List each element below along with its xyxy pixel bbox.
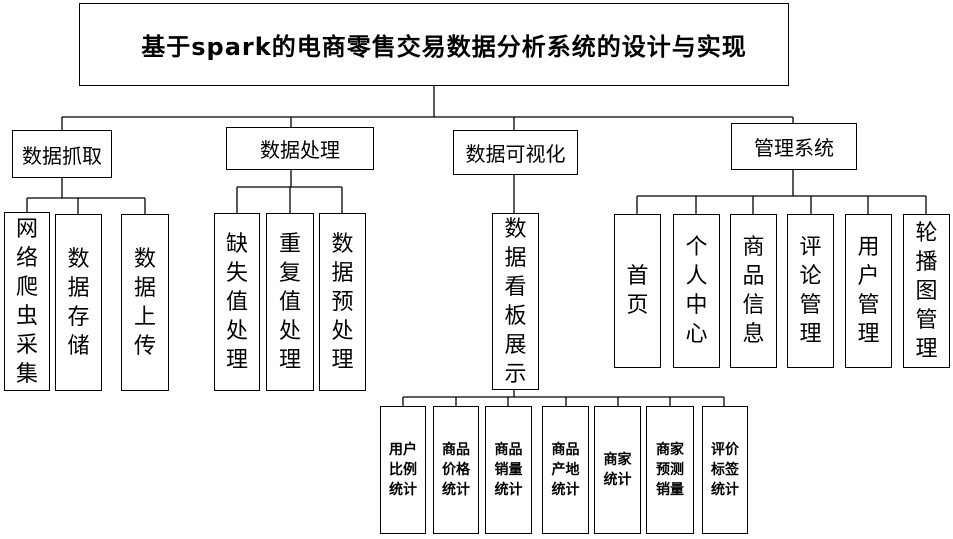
root-node: 基于spark的电商零售交易数据分析系统的设计与实现	[79, 3, 789, 86]
node-label: 网 络 爬 虫 采 集	[15, 216, 38, 387]
node-label: 数据抓取	[22, 143, 102, 168]
node-label: 个 人 中 心	[685, 235, 708, 347]
node-missing-values: 缺 失 值 处 理	[214, 213, 260, 391]
node-carousel-management: 轮 播 图 管 理	[903, 214, 950, 368]
node-label: 重 复 值 处 理	[278, 231, 301, 373]
node-merchant-stats: 商家 统计	[594, 406, 641, 534]
node-label: 数 据 上 传	[133, 246, 156, 359]
node-price-stats: 商品 价格 统计	[433, 406, 479, 534]
node-label: 数据可视化	[465, 142, 566, 166]
node-label: 缺 失 值 处 理	[225, 231, 248, 373]
node-label: 管理系统	[754, 136, 834, 160]
node-label: 评价 标签 统计	[711, 442, 739, 498]
node-sales-stats: 商品 销量 统计	[485, 406, 532, 534]
node-data-processing: 数据处理	[226, 127, 374, 170]
node-user-management: 用 户 管 理	[845, 214, 892, 368]
node-label: 数 据 预 处 理	[331, 231, 354, 373]
node-comment-management: 评 论 管 理	[787, 214, 834, 368]
node-data-upload: 数 据 上 传	[121, 214, 169, 391]
node-preprocessing: 数 据 预 处 理	[319, 213, 366, 391]
node-data-visualization: 数据可视化	[453, 130, 578, 175]
node-home: 首 页	[614, 214, 661, 368]
node-review-tags: 评价 标签 统计	[702, 406, 748, 534]
root-title: 基于spark的电商零售交易数据分析系统的设计与实现	[141, 33, 747, 61]
node-label: 首 页	[626, 264, 649, 318]
node-label: 商品 价格 统计	[442, 442, 470, 498]
node-web-crawler: 网 络 爬 虫 采 集	[4, 212, 50, 391]
node-origin-stats: 商品 产地 统计	[542, 406, 589, 534]
node-label: 商家 统计	[603, 452, 632, 488]
node-label: 数 据 看 板 展 示	[504, 216, 527, 387]
node-data-crawl: 数据抓取	[12, 130, 112, 178]
node-label: 用 户 管 理	[857, 235, 880, 347]
node-product-info: 商 品 信 息	[730, 214, 777, 368]
node-dashboard: 数 据 看 板 展 示	[492, 213, 539, 390]
node-duplicate-values: 重 复 值 处 理	[266, 213, 314, 391]
node-personal-center: 个 人 中 心	[673, 214, 720, 368]
node-label: 数 据 存 储	[67, 246, 90, 359]
node-label: 评 论 管 理	[799, 235, 822, 347]
node-label: 商品 产地 统计	[551, 442, 580, 498]
node-label: 商品 销量 统计	[494, 442, 523, 498]
node-label: 商 品 信 息	[742, 235, 765, 347]
node-user-ratio: 用户 比例 统计	[380, 406, 426, 534]
node-label: 商家 预测 销量	[656, 442, 684, 498]
node-data-storage: 数 据 存 储	[55, 214, 102, 391]
node-label: 轮 播 图 管 理	[915, 220, 938, 362]
node-management-system: 管理系统	[731, 123, 857, 170]
node-merchant-forecast: 商家 预测 销量	[646, 406, 694, 534]
node-label: 用户 比例 统计	[389, 442, 417, 498]
node-label: 数据处理	[260, 138, 340, 162]
